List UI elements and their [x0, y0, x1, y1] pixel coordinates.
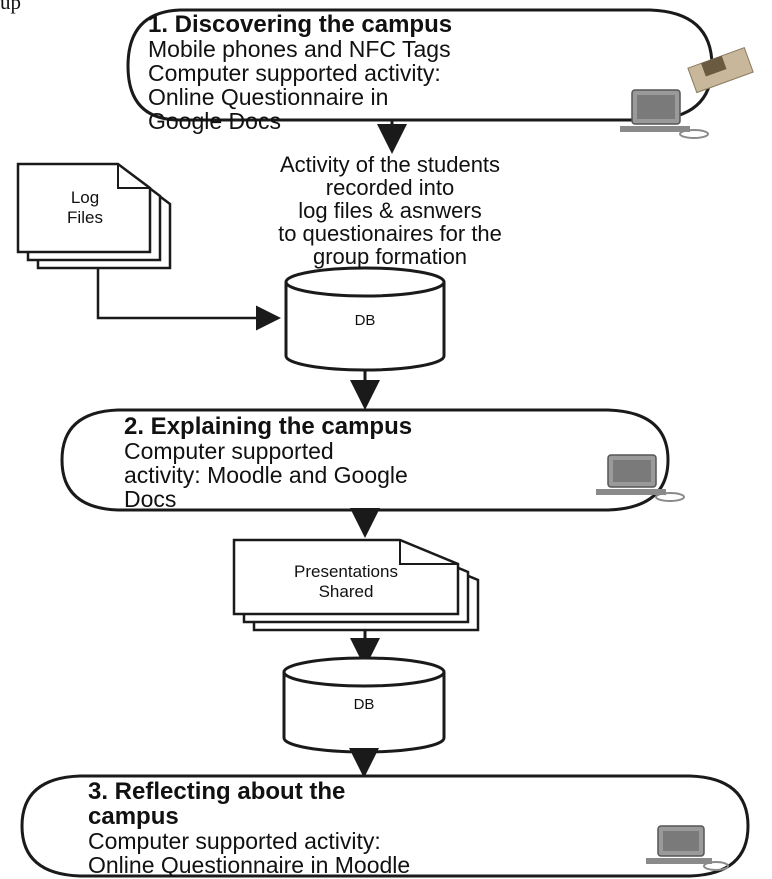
activity-line: Activity of the students: [279, 152, 501, 177]
db2-label: DB: [353, 696, 375, 713]
db1-label: DB: [354, 312, 376, 329]
stage2-text: 2. Explaining the campus Computer suppor…: [124, 413, 604, 512]
stage2-title: 2. Explaining the campus: [124, 413, 413, 440]
stage1-text: 1. Discovering the campus Mobile phones …: [148, 11, 688, 134]
stage1-line: Mobile phones and NFC Tags: [148, 35, 451, 62]
log-files-line: Files: [67, 207, 103, 227]
presentations-line: Shared: [318, 581, 374, 601]
activity-line: recorded into: [325, 174, 455, 200]
stage3-text: 3. Reflecting about the campus Computer …: [88, 778, 648, 878]
stage3-line: Computer supported activity:: [88, 827, 381, 854]
presentations-document: [232, 538, 480, 632]
presentations-label: Presentations Shared: [236, 562, 456, 601]
log-files-label: Log Files: [40, 188, 130, 227]
activity-line: log files & asnwers: [298, 197, 482, 223]
photo-icon: [687, 46, 754, 94]
db2-cylinder: [282, 656, 446, 754]
stage2-line: activity: Moodle and Google: [124, 461, 408, 488]
stage1-line: Computer supported activity:: [148, 59, 441, 86]
stage1-line: Online Questionnaire in: [148, 83, 389, 110]
stage2-box: [60, 408, 670, 512]
stage2-line: Docs: [124, 485, 177, 512]
log-files-document: [16, 162, 172, 270]
computer-icon: [620, 46, 754, 139]
presentations-line: Presentations: [294, 562, 398, 581]
db1-cylinder: [284, 266, 446, 372]
activity-line: group formation: [312, 243, 468, 269]
stage2-line: Computer supported: [124, 437, 334, 464]
stage3-title: 3. Reflecting about the: [88, 778, 346, 805]
computer-icon: [646, 825, 729, 871]
stage3-line: Online Questionnaire in Moodle: [88, 851, 411, 878]
stage1-title: 1. Discovering the campus: [148, 11, 453, 38]
log-files-line: Log: [70, 188, 100, 207]
activity-line: to questionaires for the: [278, 220, 502, 246]
activity-description: Activity of the students recorded into l…: [180, 152, 600, 269]
top-caption: up: [0, 0, 21, 14]
computer-icon: [596, 454, 685, 502]
stage3-title: campus: [88, 802, 179, 830]
stage3-box: [20, 774, 750, 878]
arrow-logfiles-to-db: [96, 268, 281, 331]
stage1-line: Google Docs: [148, 107, 281, 134]
